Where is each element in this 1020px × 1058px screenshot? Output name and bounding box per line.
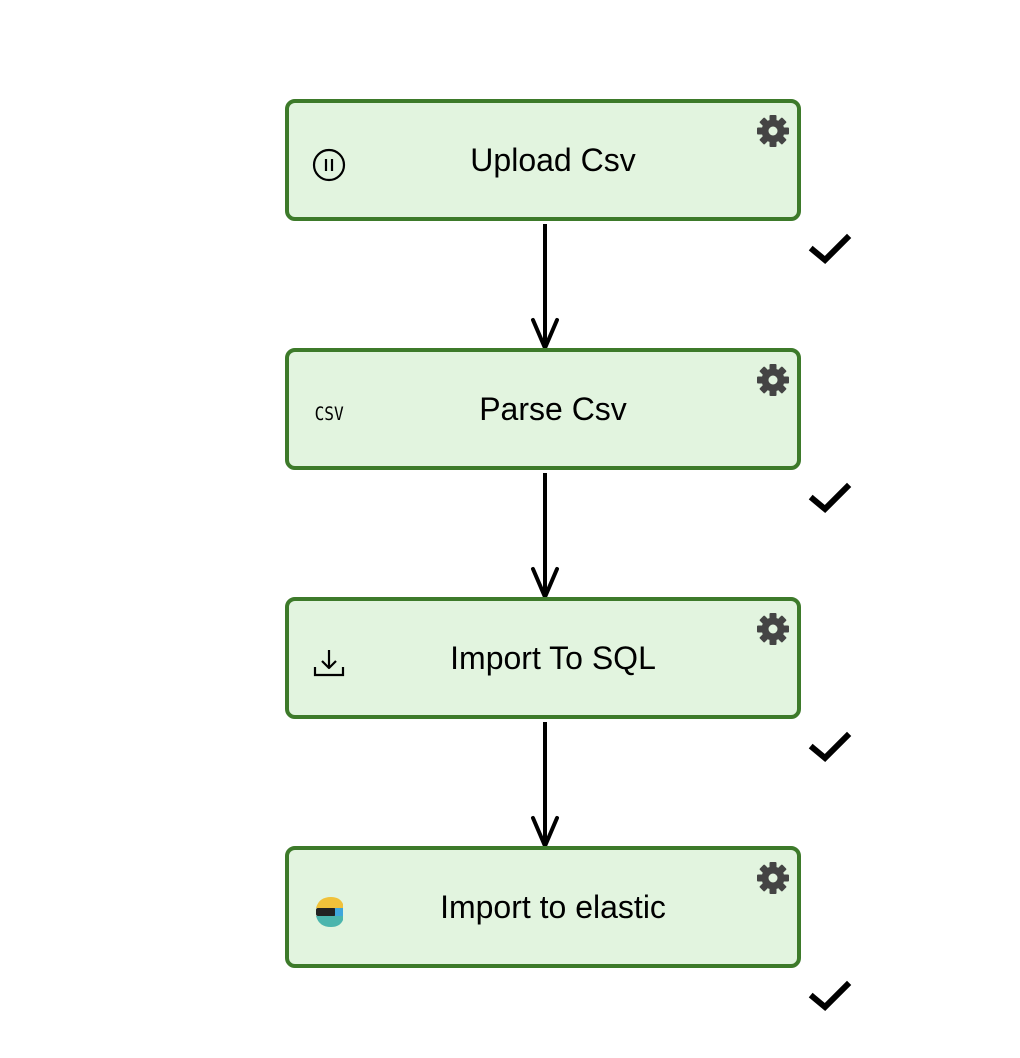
- node-label: Upload Csv: [470, 141, 636, 178]
- check-icon: [808, 482, 852, 514]
- node-upload-csv[interactable]: Upload Csv: [285, 99, 801, 221]
- node-parse-csv[interactable]: Parse Csv CSV: [285, 348, 801, 470]
- node-label: Parse Csv: [479, 390, 627, 427]
- csv-icon: CSV: [311, 396, 347, 432]
- edge-upload-to-parse: [531, 224, 559, 350]
- edge-sql-to-elastic: [531, 722, 559, 848]
- pause-circle-icon: [311, 147, 347, 183]
- node-label: Import To SQL: [450, 639, 656, 676]
- check-icon: [808, 980, 852, 1012]
- elastic-logo-icon: [311, 894, 347, 930]
- gear-icon[interactable]: [755, 362, 791, 398]
- edge-parse-to-sql: [531, 473, 559, 599]
- gear-icon[interactable]: [755, 113, 791, 149]
- node-label: Import to elastic: [440, 888, 666, 925]
- check-icon: [808, 731, 852, 763]
- csv-icon-text: CSV: [314, 403, 344, 425]
- gear-icon[interactable]: [755, 860, 791, 896]
- gear-icon[interactable]: [755, 611, 791, 647]
- download-icon: [311, 645, 347, 681]
- check-icon: [808, 233, 852, 265]
- node-import-to-elastic[interactable]: Import to elastic: [285, 846, 801, 968]
- node-import-to-sql[interactable]: Import To SQL: [285, 597, 801, 719]
